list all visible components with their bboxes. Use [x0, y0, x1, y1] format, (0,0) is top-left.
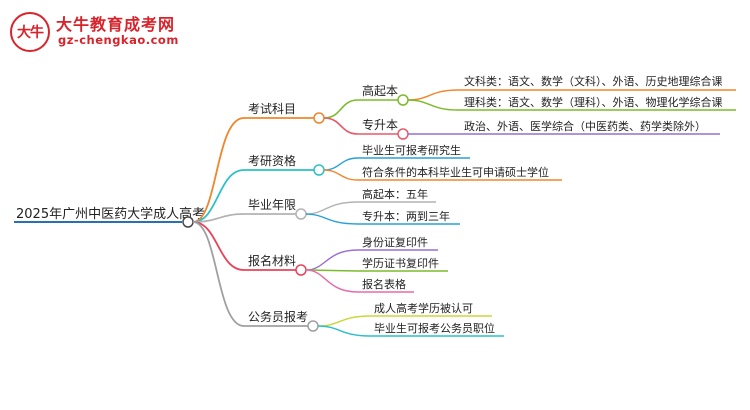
branch-label: 考研资格 — [248, 153, 296, 168]
leaf-connector — [305, 249, 359, 271]
leaf-label: 专升本：两到三年 — [362, 209, 450, 223]
leaf-label: 政治、外语、医学综合（中医药类、药学类除外） — [464, 119, 706, 133]
branch-graduation-years: 毕业年限 高起本：五年 专升本：两到三年 — [192, 187, 460, 225]
branch-graduate-eligibility: 考研资格 毕业生可报考研究生 符合条件的本科毕业生可申请硕士学位 — [192, 143, 562, 223]
leaf-connector — [305, 269, 359, 293]
leaf-label: 身份证复印件 — [362, 235, 428, 249]
branch-application-materials: 报名材料 身份证复印件 学历证书复印件 报名表格 — [192, 221, 448, 293]
logo-badge-icon: 大牛 — [10, 12, 50, 52]
leaf-label: 理科类：语文、数学（理科）、外语、物理化学综合课 — [464, 95, 723, 109]
leaf-label: 成人高考学历被认可 — [374, 301, 473, 315]
leaf-connector — [317, 315, 371, 327]
leaf-label: 高起本：五年 — [362, 187, 428, 201]
root-connector-dot — [182, 216, 194, 228]
branch-connector — [192, 221, 245, 327]
leaf-connector — [407, 89, 459, 101]
branch-dot — [295, 264, 307, 276]
sub-label: 高起本 — [362, 83, 398, 98]
branch-dot — [313, 164, 325, 176]
leaf-connector — [305, 201, 359, 215]
leaf-connector — [305, 213, 359, 225]
leaf-connector — [407, 99, 459, 111]
leaf-connector — [323, 157, 359, 171]
branch-connector — [192, 221, 245, 271]
sub-dot — [397, 128, 409, 140]
branch-dot — [295, 208, 307, 220]
sub-dot — [397, 94, 409, 106]
leaf-label: 毕业生可报考研究生 — [362, 143, 461, 157]
brand-logo: 大牛 大牛教育成考网 gz-chengkao.com — [10, 10, 190, 54]
leaf-label: 毕业生可报考公务员职位 — [374, 321, 495, 335]
leaf-connector — [305, 269, 359, 272]
sub-label: 专升本 — [362, 117, 398, 132]
branch-connector — [192, 117, 245, 223]
leaf-connector — [323, 169, 359, 181]
branch-label: 报名材料 — [248, 253, 296, 268]
sub-connector — [323, 117, 359, 135]
leaf-label: 文科类：语文、数学（文科）、外语、历史地理综合课 — [464, 74, 723, 88]
branch-connector — [192, 169, 245, 223]
leaf-label: 报名表格 — [362, 277, 406, 291]
leaf-label: 学历证书复印件 — [362, 256, 439, 270]
branch-exam-subjects: 考试科目 高起本 文科类：语文、数学（文科）、外语、历史地理综合课 理科类：语文… — [192, 74, 736, 223]
branch-label: 毕业年限 — [248, 198, 296, 212]
leaf-connector — [317, 325, 371, 337]
root-node: 2025年广州中医药大学成人高考 — [14, 206, 205, 228]
branch-civil-service: 公务员报考 成人高考学历被认可 毕业生可报考公务员职位 — [192, 221, 504, 337]
brand-title: 大牛教育成考网 — [56, 15, 176, 34]
branch-dot — [313, 112, 325, 124]
root-label: 2025年广州中医药大学成人高考 — [16, 206, 205, 222]
branch-label: 公务员报考 — [248, 309, 308, 324]
leaf-label: 符合条件的本科毕业生可申请硕士学位 — [362, 165, 549, 179]
branch-label: 考试科目 — [248, 101, 296, 116]
sub-connector — [323, 99, 359, 119]
branch-dot — [307, 320, 319, 332]
brand-url: gz-chengkao.com — [58, 33, 179, 47]
branch-connector — [192, 213, 245, 223]
